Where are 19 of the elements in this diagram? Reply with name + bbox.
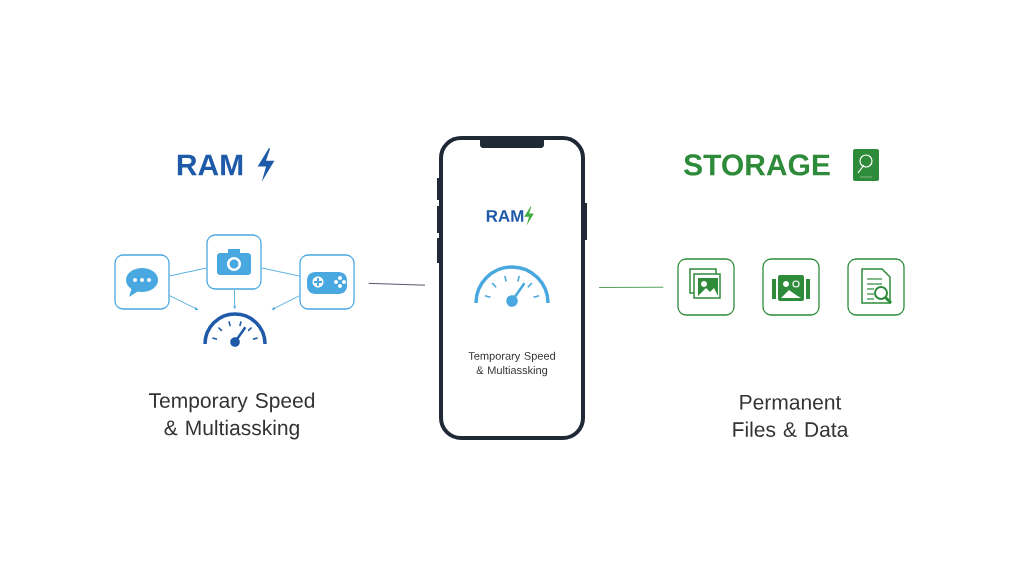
heading: STORAGE [683,154,830,176]
connector-line [261,267,300,277]
connector-line [368,282,426,286]
speedometer-icon [203,312,267,347]
connector-line [271,295,300,310]
connector-line [169,295,199,310]
heading: RAM [177,154,243,176]
icon-box [299,254,355,310]
icon-box [762,258,820,316]
icon-box [114,254,170,310]
connector-line [598,286,664,288]
connector-line [233,289,237,309]
icon-box [206,234,262,290]
caption: Temporary Speed & Multiassking [149,392,315,440]
caption: Permanent Files & Data [733,395,849,437]
phone-drawing: RAM Temporary Speed & Multiassking [437,136,587,440]
icon-box [847,258,905,316]
icon-box [677,258,735,316]
connector-line [169,267,207,277]
